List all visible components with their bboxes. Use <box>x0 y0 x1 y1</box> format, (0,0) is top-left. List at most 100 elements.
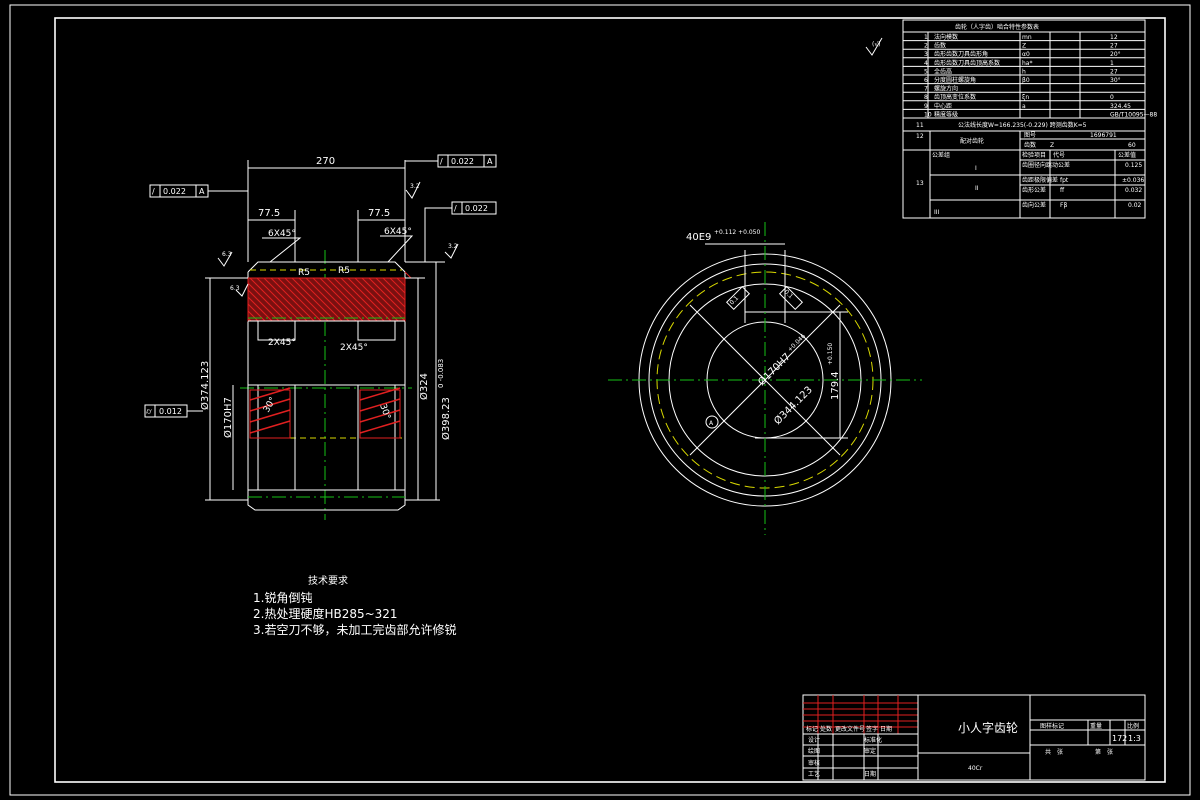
group-4-item: 齿向公差 <box>1022 201 1046 209</box>
dim-right-text: 77.5 <box>368 208 390 219</box>
row-12-item-2-label: 齿数 <box>1024 141 1036 149</box>
keyway-width: 40E9 <box>686 232 711 243</box>
datum-label: A <box>709 420 714 427</box>
spec-row-value: 324.45 <box>1110 103 1131 110</box>
keyway-dim: 40E9 +0.112 +0.050 <box>686 229 786 312</box>
keyway-tol: +0.112 +0.050 <box>714 229 760 236</box>
hatch-line <box>368 277 406 315</box>
spec-row-name: 齿形齿数刀具齿形角 <box>934 50 988 58</box>
hatch-line <box>333 277 378 322</box>
group-3-item: 齿形公差 <box>1022 186 1046 194</box>
spec-row-name: 法向模数 <box>934 33 958 41</box>
rough-right: 3.2 <box>448 243 458 250</box>
hatch-line <box>247 303 266 322</box>
spec-row-no: 8 <box>924 94 928 101</box>
spec-row-symbol: α0 <box>1022 51 1030 58</box>
tb-scale-label: 比例 <box>1127 722 1139 730</box>
datum-circle: A <box>705 415 719 429</box>
hatch-line <box>277 277 322 322</box>
key-depth: 179.4 <box>830 371 841 400</box>
group-1-id: I <box>975 165 977 172</box>
spec-row-no: 4 <box>924 60 928 67</box>
hatch-line <box>375 277 406 308</box>
group-4-id: III <box>934 209 940 216</box>
rough-side: 6.3 <box>230 285 240 292</box>
hatch-line <box>340 277 385 322</box>
dim-right-77-5: 77.5 <box>357 208 405 262</box>
hatch-line <box>382 277 406 301</box>
helix-angle-right: 30° <box>377 403 392 421</box>
diameter-dims-right: Ø324 Ø398.23 0 -0.083 <box>405 261 452 501</box>
row-12-no: 12 <box>916 133 924 140</box>
helix-tooth-line <box>359 409 401 423</box>
root-diameter: Ø344.123 <box>772 384 815 427</box>
tb-approve: 审定 <box>864 747 876 755</box>
helix-tooth-line <box>249 398 291 412</box>
row-11-no: 11 <box>916 122 924 129</box>
tb-label-date: 日期 <box>880 725 892 733</box>
tb-sample-mark: 图样标记 <box>1040 722 1064 730</box>
hatch-line <box>284 277 329 322</box>
tech-req-3: 3.若空刀不够，未加工完齿部允许修锐 <box>253 622 456 637</box>
spec-row-value: GB/T10095—88 <box>1110 111 1157 118</box>
spec-row-value: 27 <box>1110 43 1118 50</box>
inner-frame <box>54 17 1166 783</box>
spec-row-no: 2 <box>924 43 928 50</box>
spec-row-symbol: Z <box>1022 43 1026 50</box>
group-2-id: II <box>975 185 979 192</box>
hatch-line <box>305 277 350 322</box>
group-3-val: 0.032 <box>1125 187 1142 194</box>
hatch-line <box>247 282 287 322</box>
spec-row-symbol: β0 <box>1022 77 1030 84</box>
roughness-symbol-general: (√) <box>865 37 883 56</box>
chamfer-mid-right: 2X45° <box>340 343 368 353</box>
hatch-line <box>403 277 406 280</box>
chamfer-top-left: 6X45° <box>268 229 296 239</box>
spec-row-value: 12 <box>1110 34 1118 41</box>
helix-tooth-line <box>249 387 291 401</box>
dim-270: 270 <box>316 156 335 167</box>
cylindricity-frame: ⌭ 0.012 <box>144 404 203 418</box>
spec-row-value: 1 <box>1110 60 1114 67</box>
roughness-symbols-left-view: 6.3 3.2 3.2 6.3 <box>217 181 459 297</box>
tb-process: 工艺 <box>808 770 820 778</box>
hatch-line <box>404 271 412 279</box>
dim-left-text: 77.5 <box>258 208 280 219</box>
tb-weight: 172 <box>1112 734 1127 743</box>
row-12-item-2-val: Z <box>1050 142 1054 149</box>
key-depth-tol: +0.150 <box>827 343 834 365</box>
spec-row-value: 20° <box>1110 51 1121 58</box>
check-group-label: 公差组 <box>932 151 950 159</box>
spec-row-symbol: ha* <box>1022 60 1032 67</box>
tb-sheet-total: 共 张 <box>1045 748 1063 756</box>
dim-overall-length: 270 <box>247 156 406 262</box>
hatch-line <box>319 277 364 322</box>
spec-row-value: 0 <box>1110 94 1114 101</box>
runout-frame-left: / 0.022 A <box>149 184 248 198</box>
check-header-2: 代号 <box>1053 151 1065 159</box>
title-block: 标记 处数 更改文件号 签字 日期 设计 绘图 审核 工艺 标准化 审定 日期 … <box>802 694 1146 781</box>
outer-frame <box>9 4 1191 796</box>
spec-row-value: 27 <box>1110 68 1118 75</box>
tb-date: 日期 <box>864 770 876 778</box>
svg-text:⌭: ⌭ <box>146 407 152 416</box>
tb-label-count: 处数 <box>820 725 832 733</box>
flat-right: 0.1 <box>783 288 795 300</box>
runout-top-value: 0.022 <box>451 157 474 166</box>
helix-angle-left: 30° <box>262 396 279 415</box>
tb-label-sign: 签字 <box>866 725 878 733</box>
hatch-line <box>312 277 357 322</box>
svg-text:/: / <box>152 187 155 196</box>
tb-label-mark: 标记 <box>806 725 818 733</box>
runout-frame-right: / 0.022 <box>424 201 497 262</box>
dia-mid: Ø324 <box>418 373 430 400</box>
dim-left-77-5: 77.5 <box>248 208 296 262</box>
svg-text:/: / <box>440 157 443 166</box>
tb-sheet-no: 第 张 <box>1095 748 1113 756</box>
spec-row-name: 分度圆柱螺旋角 <box>934 76 976 84</box>
check-header-3: 公差值 <box>1118 151 1136 159</box>
group-4-val: 0.02 <box>1128 202 1142 209</box>
spec-row-no: 3 <box>924 51 928 58</box>
